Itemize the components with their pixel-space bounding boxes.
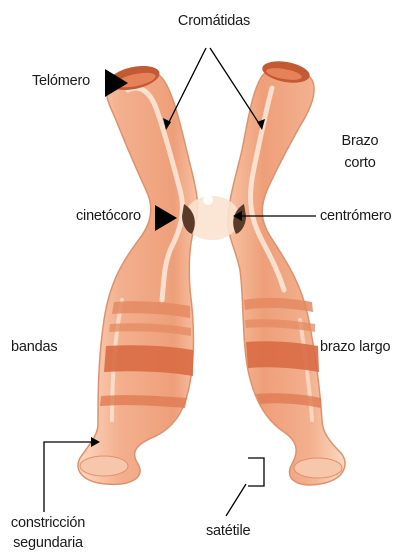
label-constriccion-line2: segundaria	[4, 535, 92, 552]
label-centromero: centrómero	[320, 208, 391, 225]
label-brazo-corto-line2: corto	[332, 155, 388, 172]
satelite-bracket	[248, 458, 264, 486]
cromatidas-pointer-left	[166, 48, 206, 128]
satelite-pointer	[226, 484, 246, 516]
right-chromatid	[228, 58, 345, 485]
label-brazo-largo: brazo largo	[320, 339, 390, 356]
left-satellite-cap	[80, 456, 128, 476]
label-cinetocoro: cinetócoro	[76, 208, 141, 225]
right-band-3	[246, 341, 319, 372]
label-brazo-corto-line1: Brazo	[332, 133, 388, 150]
right-satellite-cap	[294, 458, 342, 478]
label-telomero: Telómero	[32, 73, 90, 90]
label-cromatidas: Cromátidas	[164, 13, 264, 30]
left-chromatid	[78, 62, 198, 484]
label-satelite: satétile	[206, 523, 250, 540]
label-constriccion-line1: constricción	[4, 515, 92, 532]
cromatidas-pointer-right	[210, 48, 262, 128]
left-band-3	[104, 345, 193, 376]
label-bandas: bandas	[11, 339, 57, 356]
